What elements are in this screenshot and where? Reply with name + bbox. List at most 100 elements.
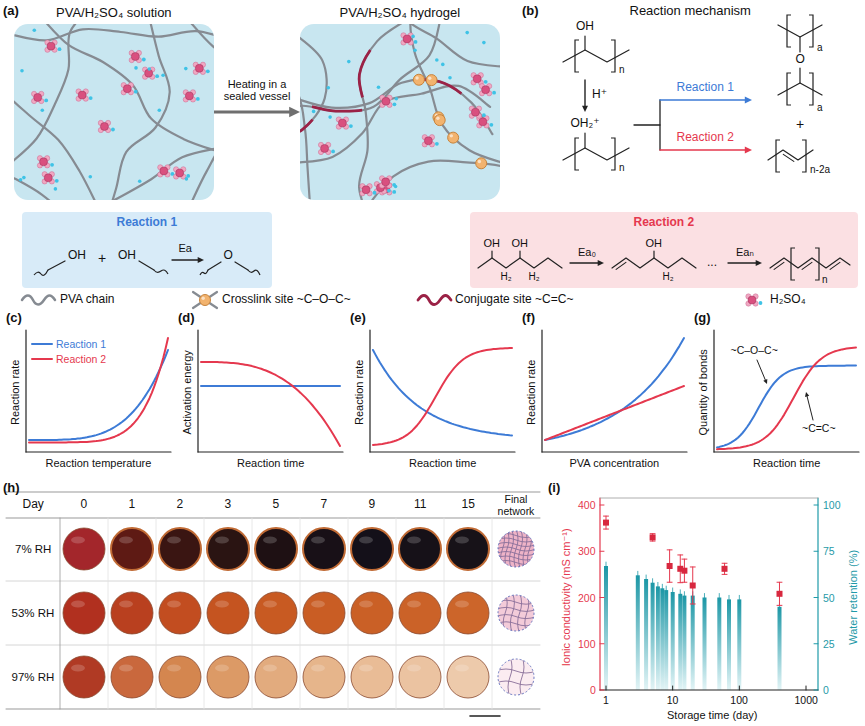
retention-bar: [604, 566, 608, 690]
proton-dot: [206, 69, 210, 73]
axis-title: Reaction rate: [353, 359, 366, 424]
axis-title: Reaction time: [409, 457, 476, 470]
bond-line: [491, 251, 492, 258]
photo-highlight: [455, 665, 469, 672]
panel-title: Reaction mechanism: [630, 4, 751, 19]
table-rule: [60, 518, 61, 709]
bond-chain: [770, 258, 850, 268]
bond-line: [584, 36, 585, 50]
photo-highlight: [119, 537, 133, 544]
double-bond: [616, 262, 626, 269]
proton-dot: [22, 176, 26, 180]
photo-highlight: [407, 665, 421, 672]
tick-label: 1000: [795, 694, 818, 706]
arrow-line: [807, 396, 813, 420]
retention-bar: [727, 599, 731, 690]
reaction-label: Reaction 2: [677, 131, 734, 145]
error-bar: [704, 594, 705, 602]
axis-title: Ionic conductivity (mS cm⁻¹): [560, 528, 573, 666]
photo-highlight: [455, 537, 469, 544]
curve: [717, 366, 856, 448]
arrow-head: [289, 107, 300, 117]
axis-line: [26, 451, 171, 452]
branch-line: [634, 124, 660, 125]
tick: [600, 597, 604, 598]
error-bar: [606, 562, 607, 570]
sample-photo: [111, 656, 153, 698]
proton-dot: [155, 74, 159, 78]
sample-photo: [159, 656, 201, 698]
table-rule: [6, 709, 540, 710]
proton-dot: [58, 47, 62, 51]
error-bar: [684, 592, 685, 600]
acid-core: [382, 97, 390, 105]
proton-dot: [138, 179, 142, 183]
curve: [545, 338, 684, 440]
atom-label: O: [796, 53, 805, 67]
error-cap: [690, 603, 695, 604]
axis-line: [817, 498, 818, 690]
sample-photo: [159, 528, 201, 570]
error-cap: [777, 605, 782, 606]
error-cap: [667, 549, 672, 550]
photo-highlight: [119, 665, 133, 672]
table-rule: [108, 518, 109, 709]
photo-highlight: [71, 601, 85, 608]
table-rule: [348, 518, 349, 709]
catalyst-label: H⁺: [592, 88, 607, 102]
legend-sample: [32, 358, 52, 360]
axis-title: PVA concentration: [570, 457, 660, 470]
tick-label: 50: [823, 592, 835, 604]
bracket: [776, 140, 780, 172]
axis-line: [713, 330, 714, 452]
atom-label: Ea: [179, 242, 192, 255]
bond-chain: [563, 50, 629, 62]
axis-line: [600, 689, 818, 690]
subscript: n-2a: [810, 164, 830, 176]
tick: [814, 505, 818, 506]
sample-photo: [303, 528, 345, 570]
table-rule: [6, 581, 540, 582]
row-label: 97% RH: [12, 671, 55, 684]
table-header: Day: [23, 498, 44, 512]
axis-line: [370, 451, 515, 452]
curve: [373, 350, 512, 436]
node-heading: PVA/H₂SO₄ hydrogel: [340, 6, 461, 21]
proton-dot: [395, 97, 399, 101]
photo-highlight: [359, 665, 373, 672]
polymer-chain: [300, 34, 327, 152]
sample-photo: [255, 656, 297, 698]
acid-core: [160, 167, 168, 175]
mesh-line: [501, 529, 505, 569]
acid-core: [100, 122, 108, 130]
arrow-head: [198, 257, 204, 263]
bond-chain: [478, 258, 562, 268]
crosslink-ball: [413, 74, 424, 85]
proton-dot: [89, 96, 93, 100]
acid-core: [44, 174, 52, 182]
polymer-chain: [14, 175, 143, 200]
arrow-head: [763, 379, 767, 384]
bond-chain: [563, 148, 629, 160]
acid-core: [47, 42, 55, 50]
tick-label: 200: [578, 592, 596, 604]
proton-dot: [20, 69, 24, 73]
legend-text: Reaction 2: [56, 353, 106, 365]
network-outline: [498, 595, 534, 631]
acid-core: [123, 85, 131, 93]
error-cap: [604, 516, 609, 517]
legend-text: H₂SO₄: [770, 293, 806, 307]
photo-highlight: [359, 601, 373, 608]
curve: [545, 386, 684, 440]
legend-sample: [32, 343, 52, 345]
proton-dot: [134, 66, 138, 70]
curve-annotation: ~C=C~: [802, 422, 836, 434]
retention-bar: [678, 594, 682, 690]
network-illustration: [14, 24, 214, 200]
network-mesh: [496, 657, 536, 697]
proton-dot: [759, 301, 763, 305]
photo-highlight: [311, 601, 325, 608]
proton-dot: [392, 190, 396, 194]
axis-title: Reaction rate: [9, 359, 22, 424]
proton-dot: [414, 40, 418, 44]
